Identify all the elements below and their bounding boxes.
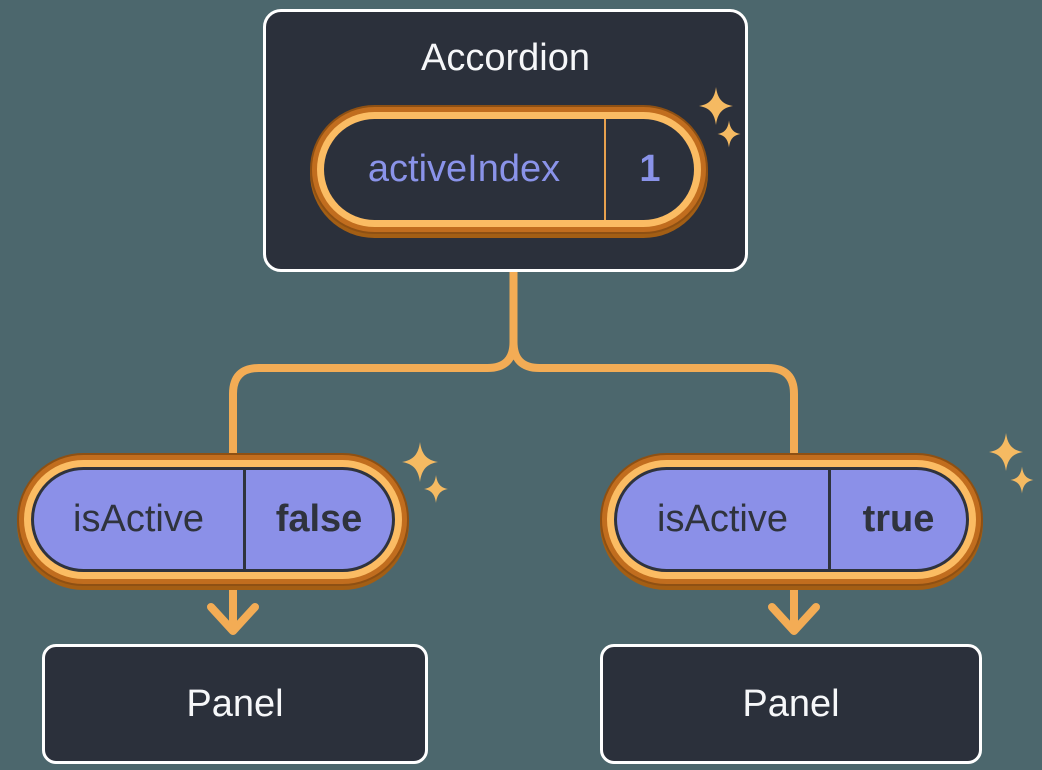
panel-title: Panel xyxy=(742,682,840,725)
state-name: activeIndex xyxy=(367,148,561,190)
accordion-title: Accordion xyxy=(421,37,590,79)
pill-body: isActive false xyxy=(31,467,395,572)
pill-ring: isActive false xyxy=(24,460,402,579)
pill-divider xyxy=(243,470,246,569)
sparkle-star-icon xyxy=(402,442,438,482)
accordion-card: Accordion activeIndex 1 xyxy=(263,9,748,272)
pill-ring: isActive true xyxy=(607,460,976,579)
state-name: isActive xyxy=(73,498,204,540)
connector-tree-left xyxy=(229,268,518,460)
arrow-down-icon xyxy=(207,582,259,635)
sparkle-star-icon xyxy=(424,475,448,503)
panel-card-right: Panel xyxy=(600,644,982,764)
state-value: false xyxy=(275,498,363,540)
child-state-pill-right: isActive true xyxy=(600,453,983,586)
accordion-state-pill: activeIndex 1 xyxy=(310,105,708,234)
arrow-head xyxy=(768,603,820,635)
panel-card-left: Panel xyxy=(42,644,428,764)
sparkle-star-icon xyxy=(989,433,1023,471)
pill-body: isActive true xyxy=(614,467,969,572)
pill-body: activeIndex 1 xyxy=(324,119,694,220)
pill-divider xyxy=(604,119,606,220)
connector-tree-right xyxy=(509,338,798,460)
pill-ring: activeIndex 1 xyxy=(317,112,701,227)
panel-title: Panel xyxy=(186,682,284,725)
child-state-pill-left: isActive false xyxy=(17,453,409,586)
state-value: true xyxy=(862,498,935,540)
arrow-head xyxy=(207,603,259,635)
pill-divider xyxy=(828,470,831,569)
arrow-down-icon xyxy=(768,582,820,635)
state-name: isActive xyxy=(657,498,788,540)
sparkles-icon xyxy=(989,433,1034,494)
sparkle-star-icon xyxy=(1010,466,1034,494)
state-value: 1 xyxy=(639,148,661,190)
sparkles-icon xyxy=(402,442,448,503)
